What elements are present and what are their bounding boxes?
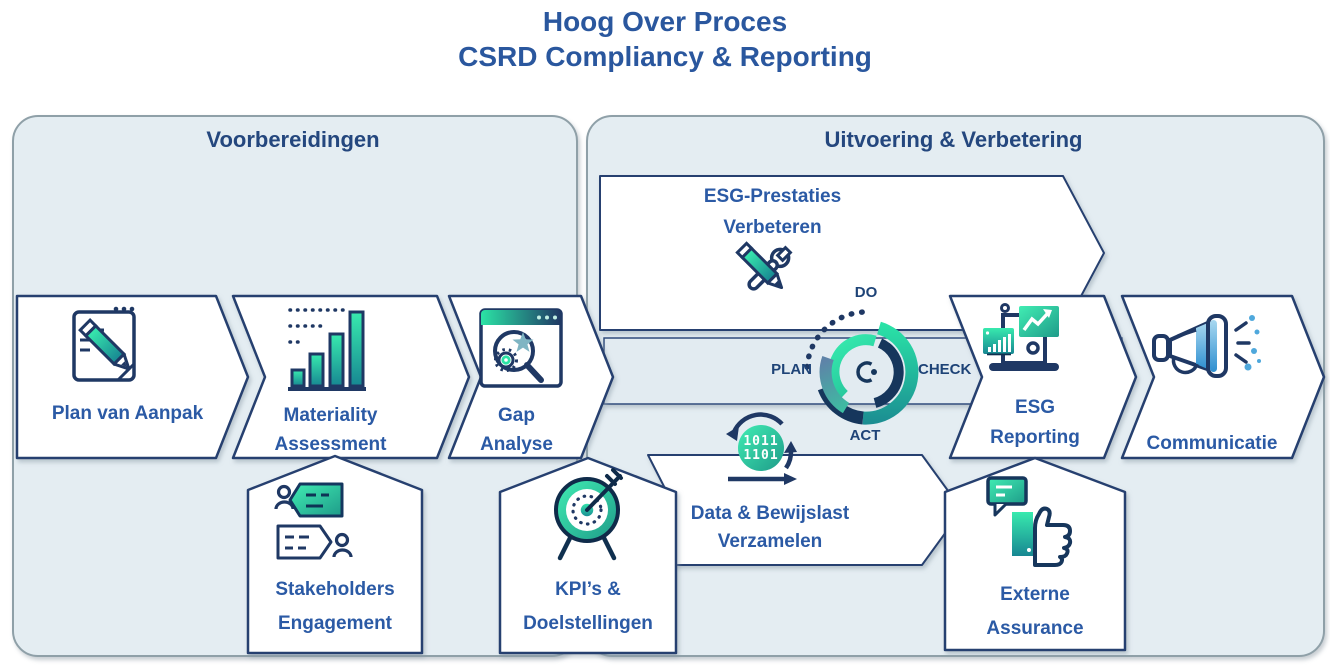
pdca-label-check: CHECK (918, 361, 972, 378)
panel-header-uitvoering: Uitvoering & Verbetering (824, 127, 1083, 152)
label-stakeholders: Stakeholders Engagement (275, 579, 395, 634)
label-esg-prestaties: ESG-Prestaties Verbeteren (703, 186, 842, 238)
data-cycle-icon: 1011 1101 (726, 412, 797, 485)
binary-text-1: 1011 (743, 434, 778, 449)
label-externe-assurance: Externe Assurance (986, 584, 1084, 639)
dialogue-bubbles-icon (274, 482, 353, 560)
chevron-esg-prestaties (599, 175, 1105, 331)
label-esg-reporting: ESG Reporting (990, 397, 1080, 448)
pdca-label-do: DO (854, 284, 878, 301)
label-kpis: KPI’s & Doelstellingen (523, 579, 653, 634)
pdca-cycle-icon (804, 309, 919, 425)
browser-search-icon (479, 308, 563, 388)
chevron-communicatie (1120, 294, 1326, 460)
thumbs-up-icon (986, 476, 1073, 567)
bar-chart-growth-icon (288, 308, 366, 391)
document-pencil-icon (72, 306, 136, 382)
target-arrow-icon (554, 468, 623, 561)
laptop-charts-icon (983, 303, 1059, 371)
title-line1: Hoog Over Proces (542, 6, 788, 37)
panel-header-voorbereidingen: Voorbereidingen (206, 127, 380, 152)
binary-text-2: 1101 (743, 448, 778, 463)
label-communicatie: Communicatie (1146, 433, 1278, 454)
wrench-pencil-icon (735, 241, 793, 291)
label-plan-van-aanpak: Plan van Aanpak (51, 403, 204, 424)
page-title: Hoog Over Proces CSRD Compliancy & Repor… (0, 4, 1330, 74)
megaphone-icon (1152, 314, 1261, 378)
pentagon-kpis (498, 456, 678, 655)
label-materiality: Materiality Assessment (274, 405, 387, 455)
label-gap-analyse: Gap Analyse (480, 405, 553, 455)
pdca-dotted-arc (804, 309, 872, 370)
pdca-label-plan: PLAN (771, 361, 812, 378)
label-data-bewijslast: Data & Bewijslast Verzamelen (690, 503, 850, 552)
pdca-label-act: ACT (849, 427, 881, 444)
title-line2: CSRD Compliancy & Reporting (458, 41, 872, 72)
